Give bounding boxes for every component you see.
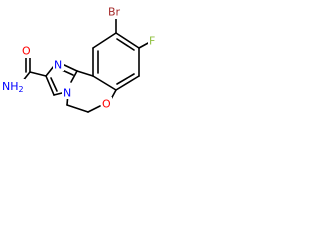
atom-labels: Br F O N N O NH2 bbox=[1, 5, 158, 111]
atom-nh2-main: NH bbox=[2, 80, 19, 93]
bonds bbox=[21, 16, 151, 113]
bond-c2-camide bbox=[29, 71, 47, 77]
atom-o-carbonyl-label: O bbox=[22, 45, 31, 58]
bond-n-imid-c2 bbox=[45, 65, 55, 77]
bond-c3-n-ring bbox=[53, 92, 63, 96]
bond-c3-c4-inner bbox=[116, 73, 135, 85]
bond-c3-c4 bbox=[115, 75, 140, 91]
bond-c2-c3 bbox=[45, 75, 55, 96]
bond-c1-c2-inner bbox=[116, 38, 135, 51]
bond-c1-c2 bbox=[115, 32, 140, 49]
bond-c8a-n-imid bbox=[61, 63, 78, 72]
bond-c4-c5 bbox=[92, 75, 117, 91]
bond-c2-c3-double bbox=[50, 77, 58, 92]
atom-nh2-subscript: 2 bbox=[19, 85, 24, 94]
atom-f-label: F bbox=[149, 35, 155, 48]
bond-c6-c1 bbox=[92, 32, 117, 49]
bond-ch2a-ch2b bbox=[66, 104, 89, 113]
atom-n-imidazole-label: N bbox=[54, 59, 62, 72]
atom-nh2-label: NH2 bbox=[2, 80, 24, 94]
bond-c8a-n-ring bbox=[70, 70, 78, 83]
atom-n-ring-label: N bbox=[63, 87, 71, 100]
bond-c5-c8a bbox=[76, 70, 94, 77]
atom-br-label: Br bbox=[108, 6, 121, 19]
atom-o-ring-label: O bbox=[102, 98, 111, 111]
chemical-structure: Br F O N N O NH2 bbox=[1, 5, 158, 113]
bond-o-ch2a bbox=[87, 105, 101, 113]
